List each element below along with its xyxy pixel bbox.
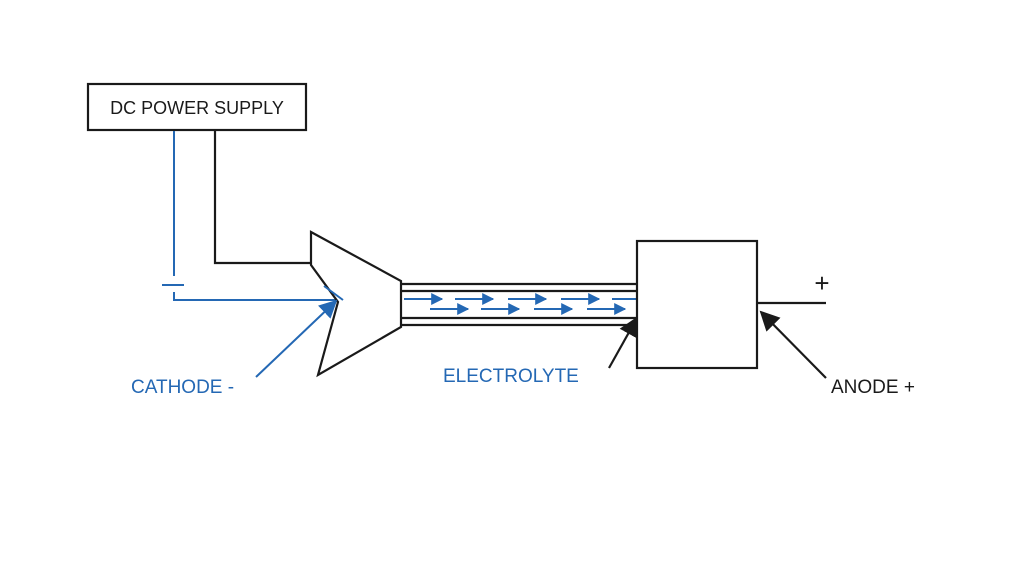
cathode-notch-lead [323, 285, 344, 301]
anode-label: ANODE + [831, 377, 915, 398]
cathode-tool [309, 230, 403, 378]
electrolyte-flow-arrows [404, 293, 652, 315]
cathode-pointer-arrow [255, 299, 338, 378]
electrolyte-channel [401, 282, 638, 327]
cathode-lead [162, 131, 338, 301]
electrolyte-label: ELECTROLYTE [443, 366, 579, 387]
anode-plus-sign: + [814, 268, 829, 298]
anode-pointer-arrow [759, 310, 827, 379]
cathode-lead-lower [173, 292, 338, 301]
electrolyte-pointer-arrow [608, 316, 638, 369]
dc-power-supply: DC POWER SUPPLY [86, 82, 308, 132]
anode-workpiece [635, 239, 759, 370]
dc-power-supply-box [86, 82, 308, 132]
cathode-label: CATHODE - [131, 377, 234, 398]
dc-power-supply-label: DC POWER SUPPLY [110, 98, 284, 118]
positive-lead-wire [213, 131, 311, 265]
